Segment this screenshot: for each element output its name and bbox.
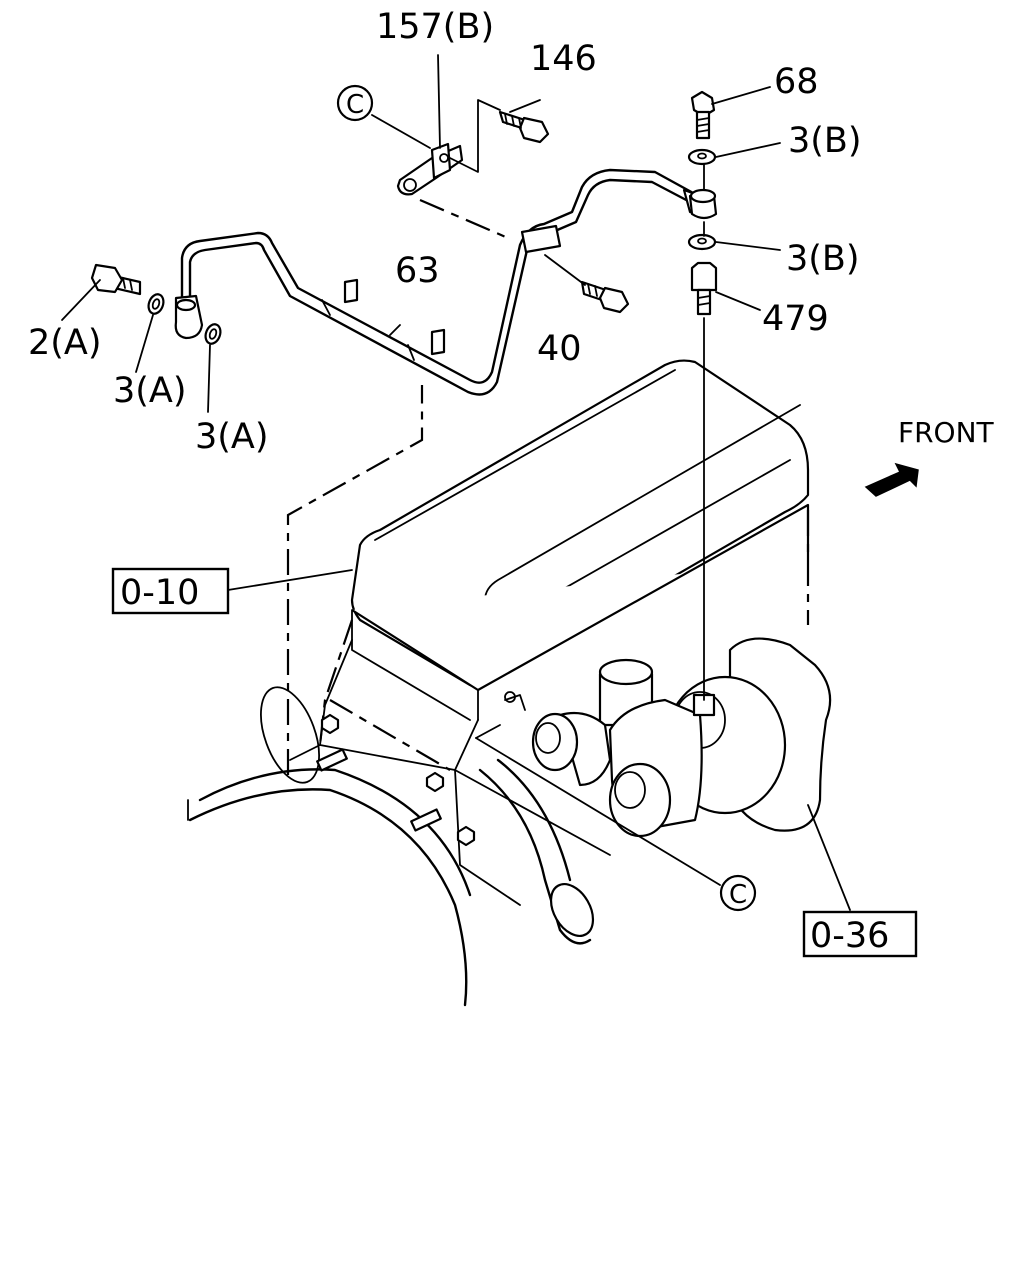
label-3a-right: 3(A)	[195, 417, 269, 457]
front-arrow-icon	[864, 462, 919, 497]
label-479: 479	[762, 299, 829, 339]
turbo-assembly	[504, 637, 832, 838]
bolt-146	[498, 110, 550, 144]
label-3b-bottom: 3(B)	[786, 239, 860, 279]
bolt-40	[580, 280, 630, 314]
oil-pipe	[174, 168, 716, 396]
connector-c-top: C	[336, 84, 374, 122]
washer-3b-bottom	[687, 233, 717, 251]
washer-3b-top	[687, 148, 717, 166]
label-146: 146	[530, 39, 597, 79]
bolt-2a	[90, 263, 142, 296]
label-40: 40	[537, 329, 582, 369]
eye-fitting	[688, 188, 718, 220]
label-157b: 157(B)	[376, 7, 494, 47]
front-label: FRONT	[898, 416, 995, 449]
reference-0-10-label: 0-10	[120, 573, 199, 613]
connector-c-bottom: C	[719, 874, 757, 912]
washer-3a-right	[204, 323, 222, 345]
washer-3a-left	[147, 293, 165, 315]
reference-box-0-36[interactable]: 0-36	[802, 910, 918, 958]
adapter-479	[690, 261, 718, 316]
reference-0-36-label: 0-36	[810, 916, 889, 956]
reference-box-0-10[interactable]: 0-10	[111, 567, 230, 615]
connector-c-bottom-label: C	[729, 880, 747, 910]
bracket-157b	[396, 142, 464, 196]
label-3a-left: 3(A)	[113, 371, 187, 411]
label-63: 63	[395, 251, 440, 291]
leader-lines	[61, 54, 851, 911]
bolt-68	[690, 90, 716, 140]
label-68: 68	[774, 62, 819, 102]
label-3b-top: 3(B)	[788, 121, 862, 161]
connector-c-top-label: C	[346, 90, 364, 120]
label-2a: 2(A)	[28, 323, 102, 363]
engine-block	[187, 359, 810, 1007]
